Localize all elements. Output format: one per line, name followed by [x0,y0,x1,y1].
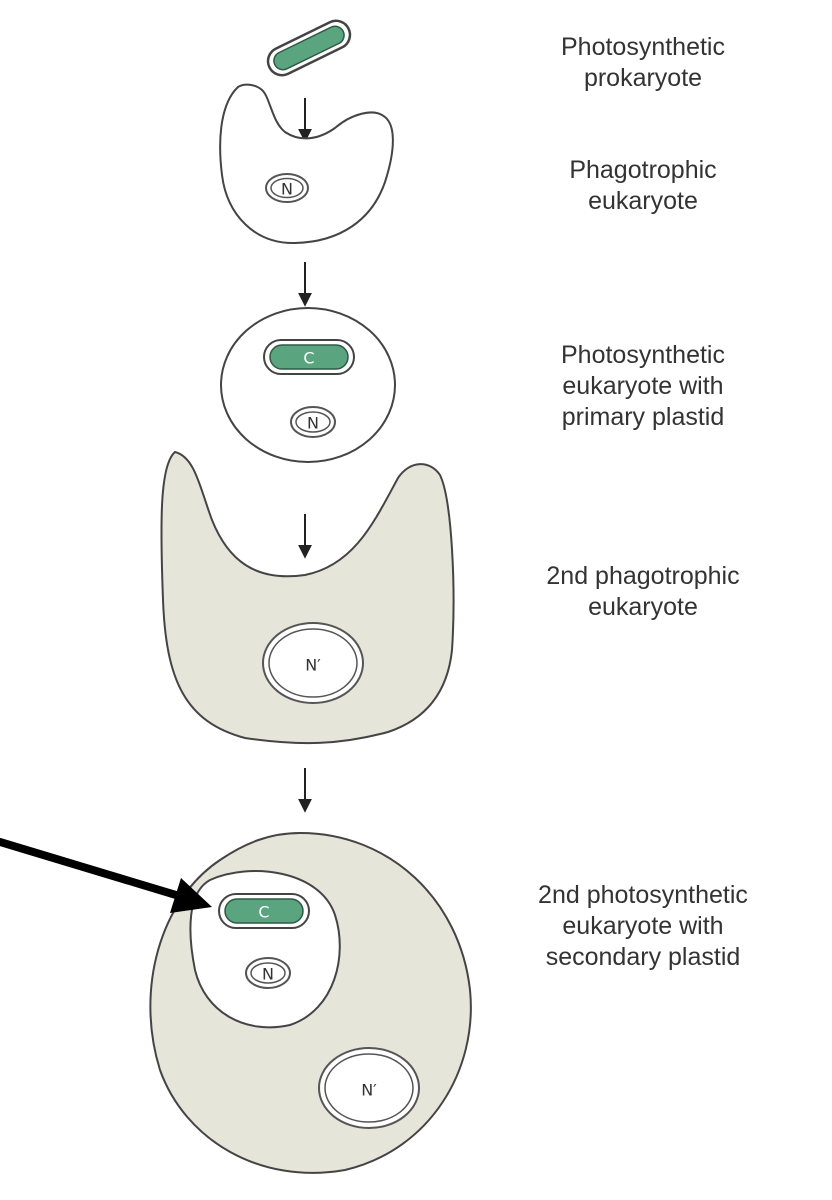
chloroplast: C [218,893,310,929]
photosynthetic-prokaryote [266,19,352,77]
second-phagotrophic-eukaryote: N′ [160,450,455,745]
chloroplast-label: C [303,349,314,368]
chloroplast-label: C [258,903,269,922]
second-nucleus-label: N′ [361,1081,377,1100]
second-nucleus: N′ [262,622,364,704]
nucleus: N [245,957,291,989]
chloroplast: C [263,339,355,375]
pointer-arrow [0,838,212,913]
second-nucleus-label: N′ [305,656,321,675]
nucleus-label: N [281,180,293,199]
nucleus-label: N [262,965,274,984]
primary-plastid-eukaryote: C N [220,307,396,463]
secondary-plastid-eukaryote: C N N′ [149,831,472,1174]
engulfed-primary-cell: C N [189,870,341,1029]
second-nucleus: N′ [318,1047,420,1129]
phagotrophic-eukaryote: N [219,83,394,245]
nucleus-label: N [307,414,319,433]
nucleus: N [265,173,309,203]
nucleus: N [290,406,336,438]
